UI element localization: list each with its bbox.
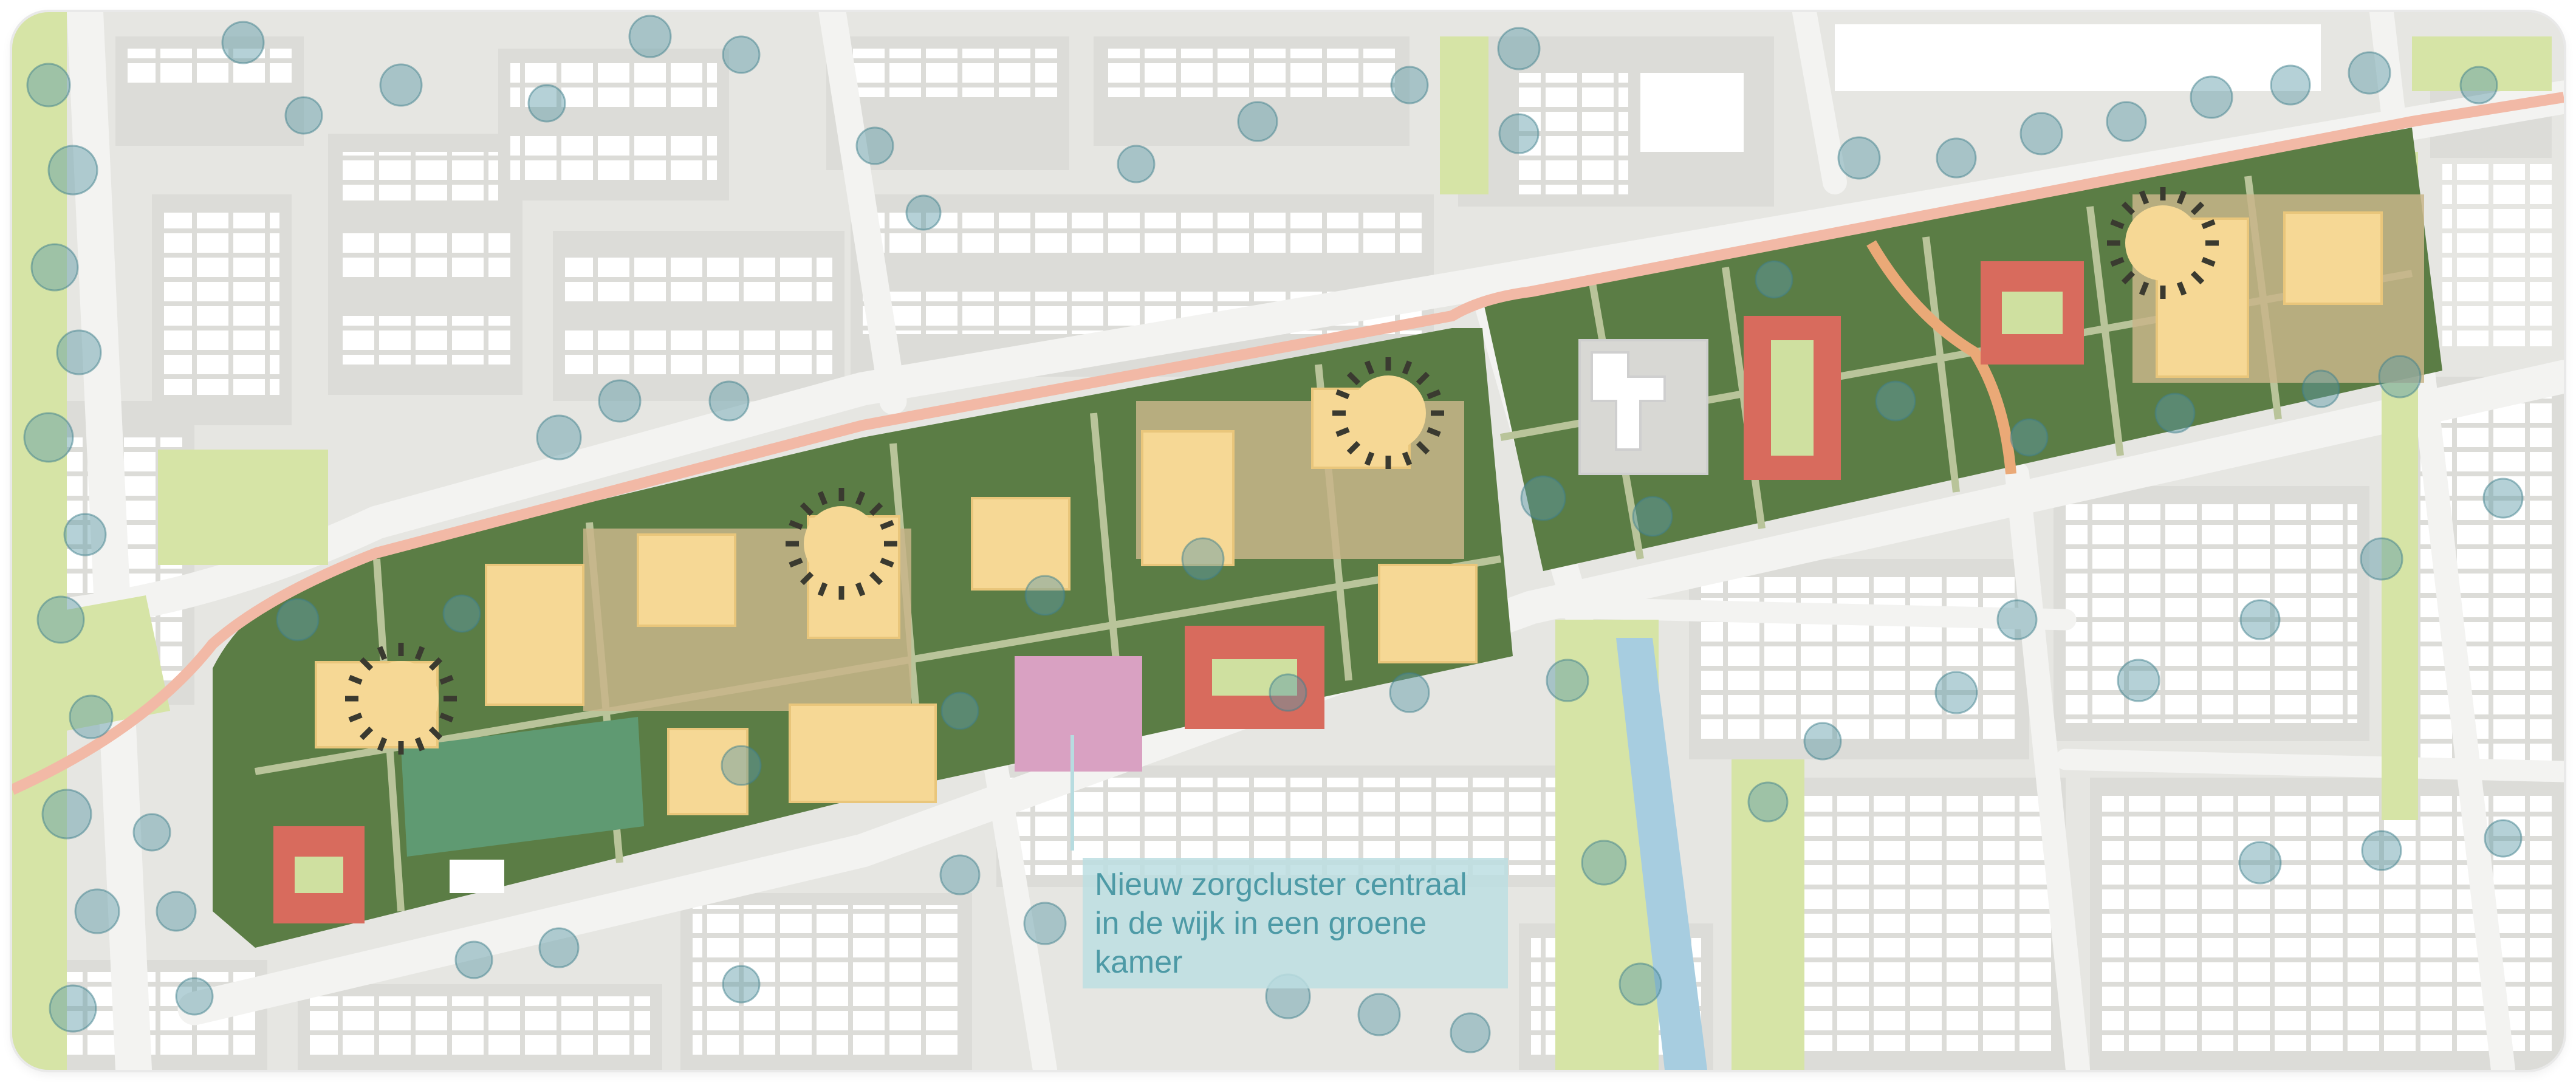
site-plan-map [12,12,2564,1070]
cycle-path [12,92,2564,795]
map-frame: Nieuw zorgcluster centraal in de wijk in… [12,12,2564,1070]
red-blocks [273,261,2084,923]
cycle-path-branch [1866,240,2016,474]
tree-canopies [23,15,2524,1053]
callout-box: Nieuw zorgcluster centraal in de wijk in… [1083,858,1508,988]
small-pavilion [450,860,504,893]
care-cluster [1015,656,1142,772]
callout-text: Nieuw zorgcluster centraal in de wijk in… [1095,867,1467,980]
canal-water [1616,638,1707,1070]
sports-field [401,717,644,857]
existing-school [1578,339,1708,475]
